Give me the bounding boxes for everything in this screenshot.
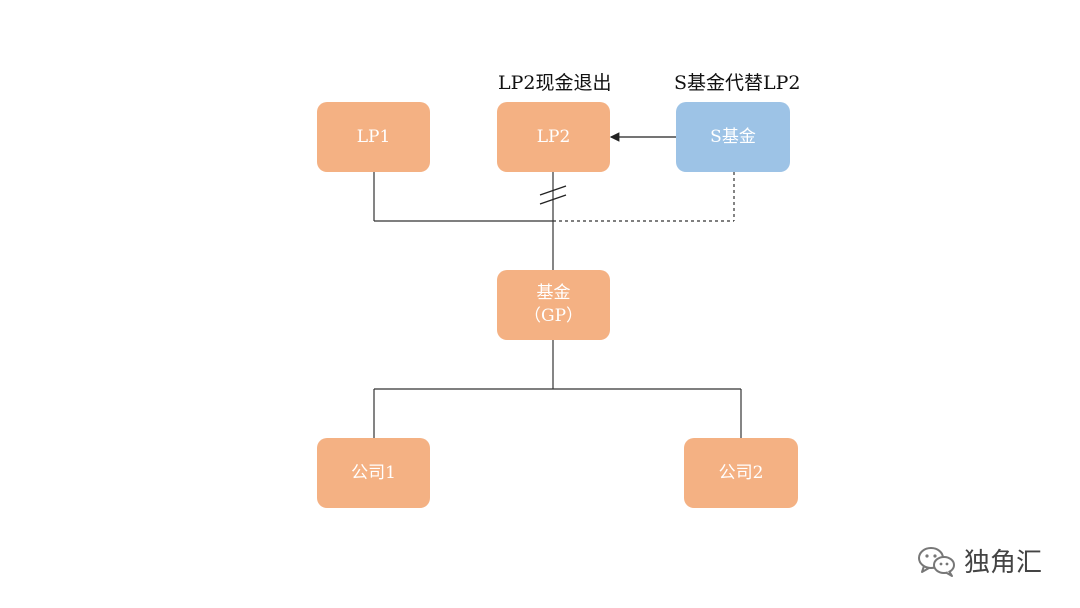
caption-s-fund-replace: S基金代替LP2 [674, 72, 801, 94]
node-s-fund-label: S基金 [710, 126, 756, 147]
node-company2-label: 公司2 [718, 462, 764, 483]
node-company1: 公司1 [317, 438, 430, 508]
wechat-icon [918, 546, 955, 577]
caption-lp2-exit: LP2现金退出 [498, 72, 612, 94]
node-lp2: LP2 [497, 102, 610, 172]
node-lp1: LP1 [317, 102, 430, 172]
node-company2: 公司2 [684, 438, 798, 508]
node-fund-gp: 基金 （GP） [497, 270, 610, 340]
node-lp2-label: LP2 [536, 126, 571, 147]
node-s-fund: S基金 [676, 102, 790, 172]
break-mark-2 [539, 194, 567, 205]
break-mark-1 [539, 185, 567, 196]
node-company1-label: 公司1 [351, 462, 396, 483]
watermark: 独角汇 [916, 542, 1042, 579]
watermark-text: 独角汇 [964, 548, 1043, 578]
node-gp-label: （GP） [523, 306, 584, 326]
node-fund-label: 基金 [536, 283, 571, 304]
node-lp1-label: LP1 [356, 126, 391, 147]
